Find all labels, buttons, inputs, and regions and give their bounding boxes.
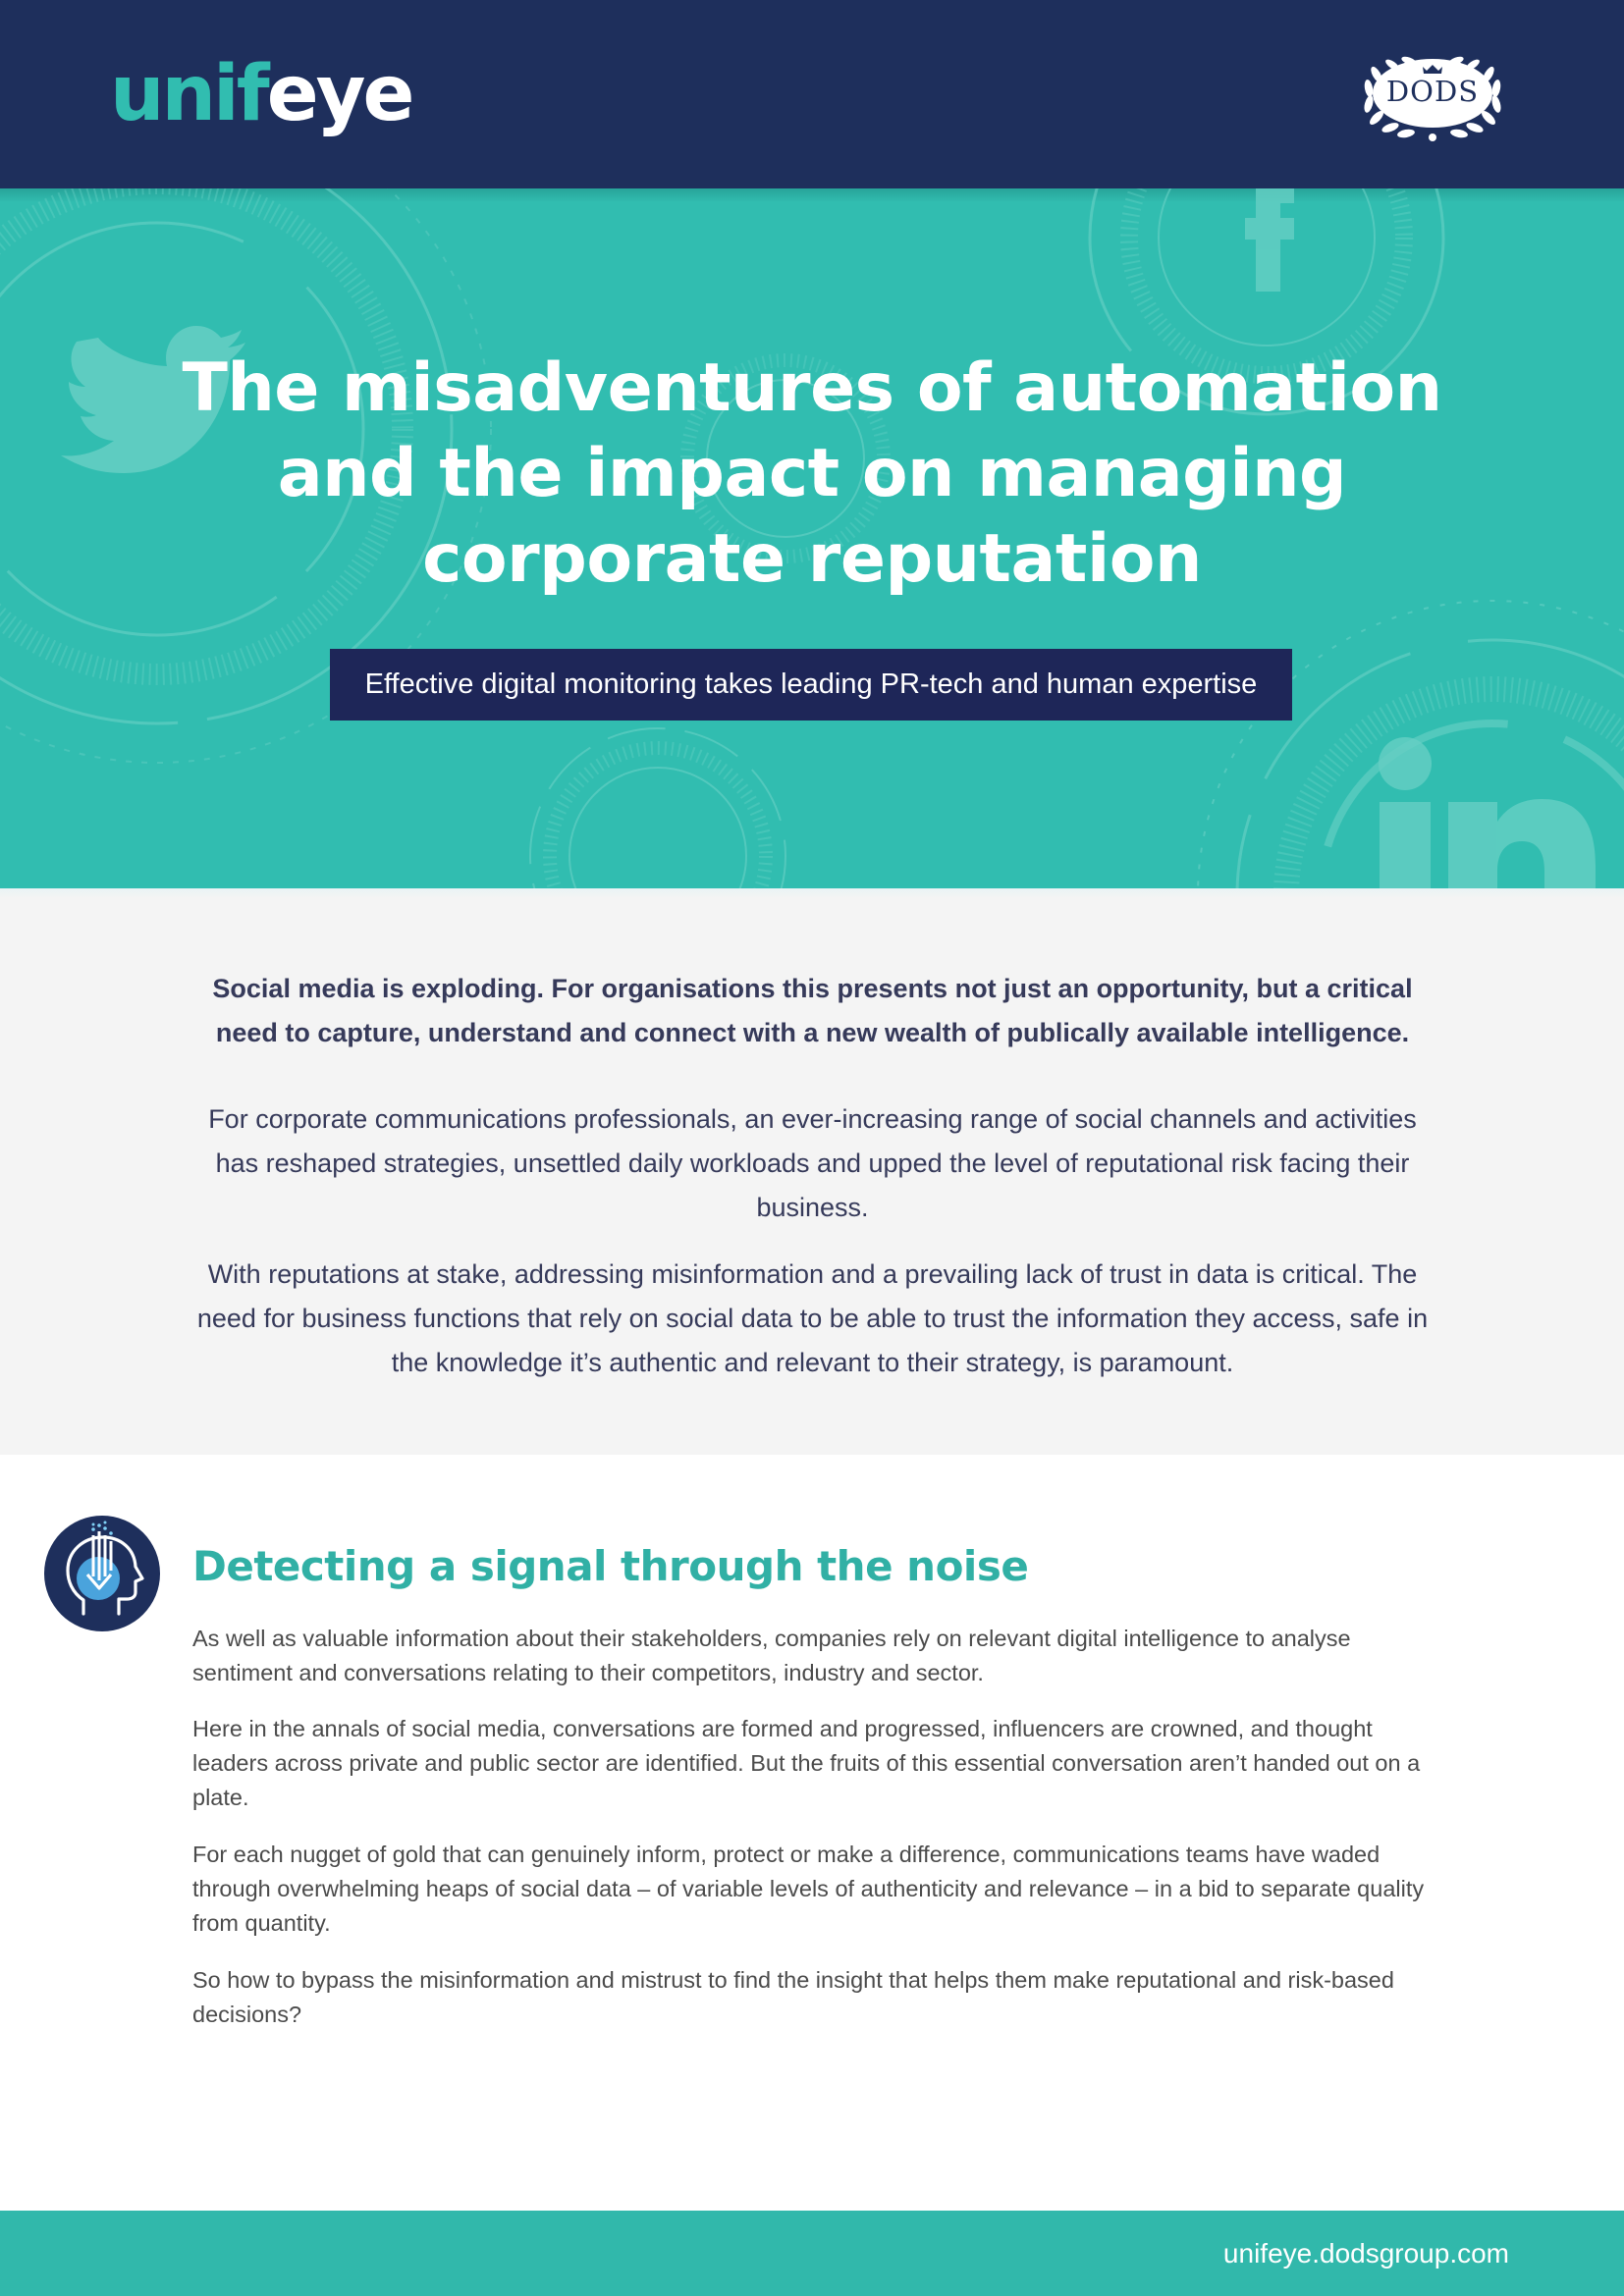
hero-title-line: and the impact on managing — [277, 435, 1347, 512]
hero-title-line: The misadventures of automation — [182, 349, 1442, 427]
dods-logo: DODS — [1355, 45, 1510, 143]
hero-banner: The misadventures of automation and the … — [0, 188, 1624, 888]
logo-part-eye: eye — [266, 50, 415, 138]
intro-lead-paragraph: Social media is exploding. For organisat… — [212, 974, 1413, 1047]
hero-title: The misadventures of automation and the … — [0, 346, 1624, 602]
tech-circles-background — [0, 188, 1624, 888]
intro-section: Social media is exploding. For organisat… — [0, 888, 1624, 1455]
website-link[interactable]: unifeye.dodsgroup.com — [1222, 2238, 1509, 2269]
section-paragraph: As well as valuable information about th… — [192, 1626, 1351, 1685]
logo-part-unif: unif — [110, 50, 270, 138]
section-paragraph: For each nugget of gold that can genuine… — [192, 1842, 1425, 1936]
intro-paragraph: For corporate communications professiona… — [208, 1104, 1417, 1222]
hero-subtitle: Effective digital monitoring takes leadi… — [364, 668, 1258, 700]
linkedin-icon — [1379, 737, 1596, 888]
page-header: unifeye — [0, 0, 1624, 188]
twitter-icon — [61, 326, 245, 473]
facebook-icon — [1245, 188, 1294, 292]
crown-icon — [1423, 65, 1442, 74]
hero-title-line: corporate reputation — [422, 520, 1202, 598]
laurel-wreath-icon — [1364, 56, 1501, 141]
intro-paragraph: With reputations at stake, addressing mi… — [196, 1259, 1429, 1377]
section-paragraph: So how to bypass the misinformation and … — [192, 1967, 1394, 2027]
section-paragraph: Here in the annals of social media, conv… — [192, 1716, 1421, 1810]
hero-subtitle-banner: Effective digital monitoring takes leadi… — [330, 649, 1292, 721]
page-footer: unifeye.dodsgroup.com — [0, 2211, 1624, 2296]
section-heading: Detecting a signal through the noise — [192, 1542, 1029, 1590]
head-download-icon — [44, 1516, 160, 1631]
dods-wordmark: DODS — [1385, 75, 1480, 108]
unifeye-logo: unifeye — [110, 45, 415, 143]
detecting-signal-section: Detecting a signal through the noise As … — [0, 1455, 1624, 2204]
